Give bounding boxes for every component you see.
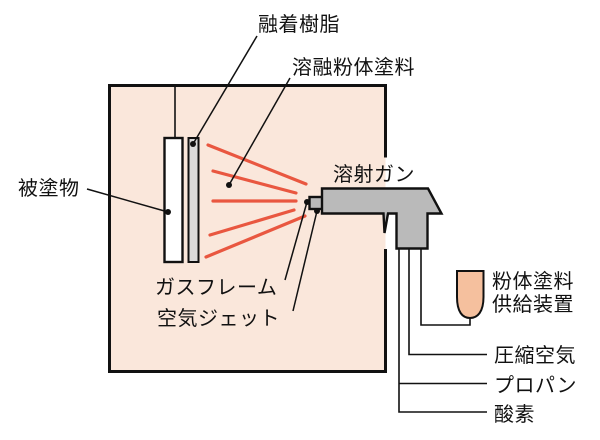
- label-molten-powder-coating: 溶融粉体塗料: [292, 56, 415, 79]
- supply-tubes: [398, 249, 487, 413]
- leader-dot-powder: [226, 182, 232, 188]
- flame-line: [206, 143, 308, 186]
- powder-feed-tube: [420, 249, 471, 326]
- leader-dot-workpiece: [165, 209, 171, 215]
- label-propane: プロパン: [494, 375, 577, 397]
- spray-gun-body: [320, 187, 444, 250]
- oxygen-propane-tube: [398, 249, 487, 413]
- resin-layer: [187, 137, 200, 263]
- leader-dot-flame: [304, 199, 310, 205]
- gas-flame-leader: [284, 201, 308, 281]
- powder-container: [456, 270, 485, 320]
- flame-line: [208, 208, 296, 237]
- air-jet-leader: [292, 210, 318, 312]
- label-fused-resin: 融着樹脂: [258, 13, 340, 36]
- flame-line: [211, 169, 298, 195]
- label-air-jet: 空気ジェット: [157, 307, 280, 330]
- label-oxygen: 酸素: [494, 403, 535, 426]
- molten-powder-leader: [228, 77, 291, 186]
- compressed-air-tube: [408, 249, 487, 356]
- workpiece-leader: [86, 188, 169, 213]
- leader-lines: [86, 35, 320, 312]
- gun-nozzle: [308, 195, 324, 211]
- spray-chamber-fill: [109, 85, 386, 372]
- leader-dot-airjet: [314, 208, 320, 214]
- fused-resin-leader: [192, 35, 258, 145]
- label-gas-flame: ガスフレーム: [155, 276, 277, 299]
- label-powder-supply-line1: 粉体塗料: [492, 270, 574, 293]
- flame-spray-fan: [204, 143, 308, 259]
- label-spray-gun: 溶射ガン: [333, 163, 415, 186]
- label-compressed-air: 圧縮空気: [494, 344, 576, 367]
- flame-line: [204, 214, 307, 259]
- spray-chamber-border: [108, 84, 387, 373]
- label-workpiece: 被塗物: [18, 177, 80, 200]
- leader-dot-resin: [190, 141, 196, 147]
- workpiece-plate: [163, 136, 184, 264]
- label-powder-supply-line2: 供給装置: [492, 293, 574, 316]
